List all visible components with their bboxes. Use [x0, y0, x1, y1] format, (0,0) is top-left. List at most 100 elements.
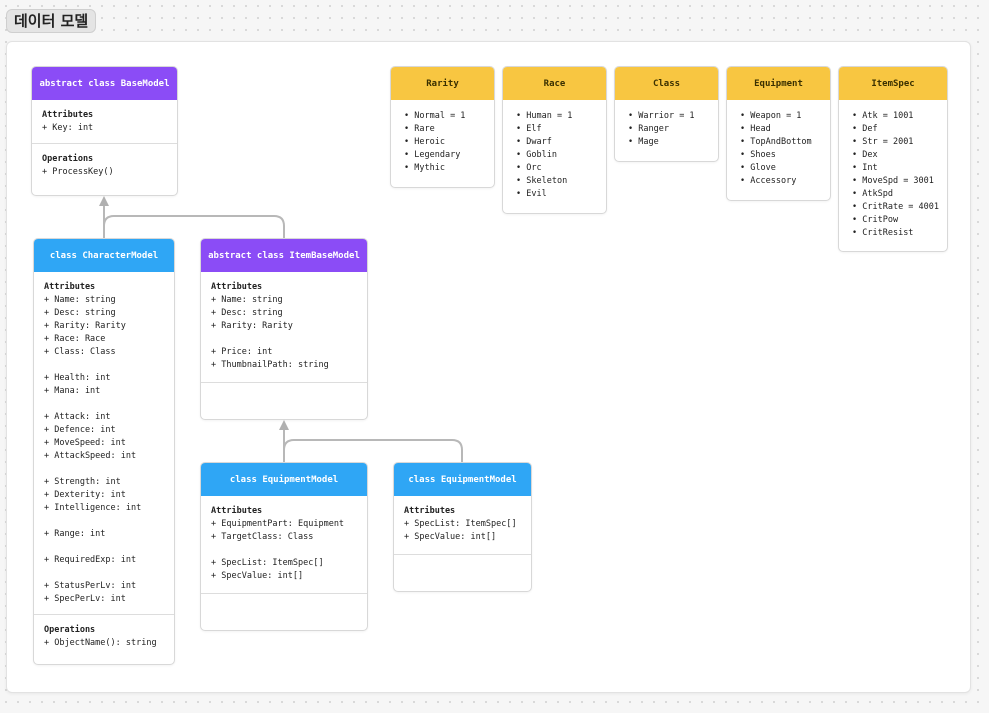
member-line: + Range: int [44, 529, 106, 539]
item-base-model-attributes: Attributes + Name: string+ Desc: string+… [201, 272, 367, 382]
member-line: + Class: Class [44, 347, 116, 357]
member-line [44, 541, 164, 554]
enum-itemspec-card[interactable]: ItemSpec Atk = 1001DefStr = 2001DexIntMo… [838, 66, 948, 252]
member-line [44, 359, 164, 372]
equipment-model-b-header: class EquipmentModel [394, 463, 531, 496]
member-line: + Strength: int [44, 477, 121, 487]
member-line: + SpecList: ItemSpec[] [211, 558, 324, 568]
enum-value: Ranger [628, 123, 718, 136]
item-base-model-operations [201, 382, 367, 400]
enum-value: Mythic [404, 162, 494, 175]
page-title: 데이터 모델 [6, 9, 97, 33]
member-line [44, 567, 164, 580]
member-line: + Rarity: Rarity [211, 321, 293, 331]
base-model-header: abstract class BaseModel [32, 67, 177, 100]
member-line: + SpecValue: int[] [404, 532, 497, 542]
enum-race-card[interactable]: Race Human = 1ElfDwarfGoblinOrcSkeletonE… [502, 66, 607, 214]
equipment-model-a-header: class EquipmentModel [201, 463, 367, 496]
enum-itemspec-header: ItemSpec [839, 67, 947, 100]
enum-value: Head [740, 123, 830, 136]
member-line: + AttackSpeed: int [44, 451, 137, 461]
enum-value: Def [852, 123, 947, 136]
member-line: + Defence: int [44, 425, 116, 435]
member-line: + TargetClass: Class [211, 532, 314, 542]
member-line [211, 333, 357, 346]
enum-value: Weapon = 1 [740, 110, 830, 123]
member-line: + SpecPerLv: int [44, 594, 126, 604]
equipment-model-card-a[interactable]: class EquipmentModel Attributes + Equipm… [200, 462, 368, 631]
enum-value: Heroic [404, 136, 494, 149]
enum-value: Shoes [740, 149, 830, 162]
base-model-operations: Operations + ProcessKey() [32, 143, 177, 187]
member-line: + SpecValue: int[] [211, 571, 304, 581]
character-model-header: class CharacterModel [34, 239, 174, 272]
enum-value: CritRate = 4001 [852, 201, 947, 214]
enum-rarity-card[interactable]: Rarity Normal = 1RareHeroicLegendaryMyth… [390, 66, 495, 188]
enum-value: Elf [516, 123, 606, 136]
member-line: + Health: int [44, 373, 111, 383]
enum-value: Skeleton [516, 175, 606, 188]
enum-value: Dex [852, 149, 947, 162]
enum-value: Human = 1 [516, 110, 606, 123]
member-line: + Desc: string [211, 308, 283, 318]
item-base-model-card[interactable]: abstract class ItemBaseModel Attributes … [200, 238, 368, 420]
member-line: + EquipmentPart: Equipment [211, 519, 345, 529]
member-line [44, 398, 164, 411]
member-line: + Key: int [42, 123, 94, 133]
member-line: + Desc: string [44, 308, 116, 318]
member-line [44, 515, 164, 528]
member-line: + Dexterity: int [44, 490, 126, 500]
enum-equipment-header: Equipment [727, 67, 830, 100]
enum-value: Dwarf [516, 136, 606, 149]
member-line: + ProcessKey() [42, 167, 114, 177]
enum-rarity-items: Normal = 1RareHeroicLegendaryMythic [391, 100, 494, 175]
enum-value: Str = 2001 [852, 136, 947, 149]
character-model-attributes: Attributes + Name: string+ Desc: string+… [34, 272, 174, 614]
enum-race-items: Human = 1ElfDwarfGoblinOrcSkeletonEvil [503, 100, 606, 201]
enum-value: CritPow [852, 214, 947, 227]
enum-value: TopAndBottom [740, 136, 830, 149]
enum-class-header: Class [615, 67, 718, 100]
enum-equipment-card[interactable]: Equipment Weapon = 1HeadTopAndBottomShoe… [726, 66, 831, 201]
member-line: + Race: Race [44, 334, 106, 344]
enum-itemspec-items: Atk = 1001DefStr = 2001DexIntMoveSpd = 3… [839, 100, 947, 240]
enum-rarity-header: Rarity [391, 67, 494, 100]
member-line: + ThumbnailPath: string [211, 360, 329, 370]
enum-class-items: Warrior = 1RangerMage [615, 100, 718, 149]
member-line: + RequiredExp: int [44, 555, 137, 565]
enum-value: CritResist [852, 227, 947, 240]
enum-equipment-items: Weapon = 1HeadTopAndBottomShoesGloveAcce… [727, 100, 830, 188]
enum-value: Legendary [404, 149, 494, 162]
member-line [44, 463, 164, 476]
member-line: + MoveSpeed: int [44, 438, 126, 448]
member-line: + Price: int [211, 347, 273, 357]
enum-value: Int [852, 162, 947, 175]
base-model-attributes: Attributes + Key: int [32, 100, 177, 143]
enum-value: Glove [740, 162, 830, 175]
member-line: + ObjectName(): string [44, 638, 157, 648]
member-line: + Mana: int [44, 386, 101, 396]
member-line: + Name: string [44, 295, 116, 305]
enum-race-header: Race [503, 67, 606, 100]
member-line: + SpecList: ItemSpec[] [404, 519, 517, 529]
member-line: + Rarity: Rarity [44, 321, 126, 331]
enum-value: Evil [516, 188, 606, 201]
character-model-card[interactable]: class CharacterModel Attributes + Name: … [33, 238, 175, 665]
member-line: + Attack: int [44, 412, 111, 422]
enum-value: Rare [404, 123, 494, 136]
equipment-model-b-attributes: Attributes + SpecList: ItemSpec[]+ SpecV… [394, 496, 531, 554]
enum-value: Accessory [740, 175, 830, 188]
enum-value: AtkSpd [852, 188, 947, 201]
equipment-model-b-operations [394, 554, 531, 572]
enum-value: Mage [628, 136, 718, 149]
member-line: + StatusPerLv: int [44, 581, 137, 591]
enum-value: Atk = 1001 [852, 110, 947, 123]
enum-value: Warrior = 1 [628, 110, 718, 123]
equipment-model-a-attributes: Attributes + EquipmentPart: Equipment+ T… [201, 496, 367, 593]
enum-value: Orc [516, 162, 606, 175]
enum-class-card[interactable]: Class Warrior = 1RangerMage [614, 66, 719, 162]
equipment-model-card-b[interactable]: class EquipmentModel Attributes + SpecLi… [393, 462, 532, 592]
base-model-card[interactable]: abstract class BaseModel Attributes + Ke… [31, 66, 178, 196]
equipment-model-a-operations [201, 593, 367, 611]
character-model-operations: Operations + ObjectName(): string [34, 614, 174, 658]
